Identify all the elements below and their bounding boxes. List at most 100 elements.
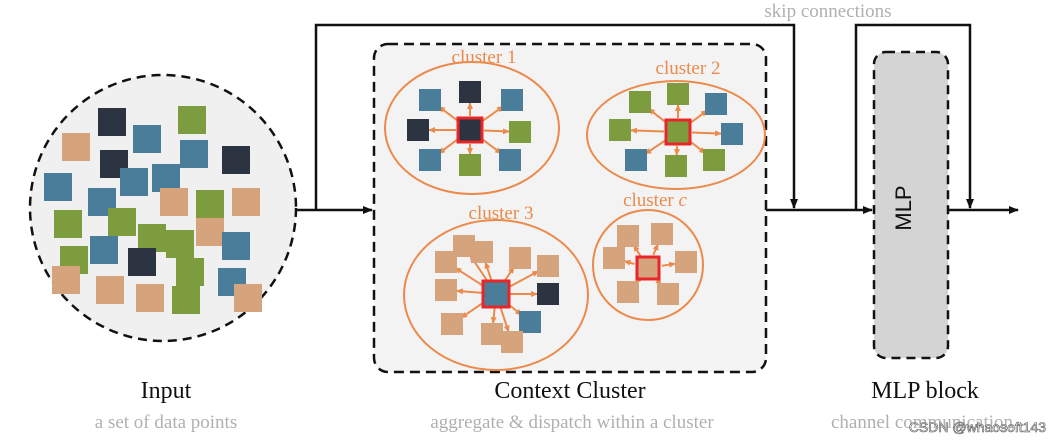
cluster-3-arrow-7 bbox=[490, 307, 497, 325]
cluster-2-point-4 bbox=[609, 119, 631, 141]
input-patch-24 bbox=[52, 266, 80, 294]
input-patch-9 bbox=[120, 168, 148, 196]
cluster-c-ellipse bbox=[592, 209, 704, 321]
cluster-3-point-5 bbox=[537, 283, 559, 305]
cluster-2-points bbox=[609, 83, 743, 177]
cluster-3-arrow-10 bbox=[499, 306, 510, 333]
input-patch-1 bbox=[98, 108, 126, 136]
cluster-2-point-8 bbox=[703, 149, 725, 171]
input-patch-16 bbox=[108, 208, 136, 236]
input-patch-21 bbox=[222, 232, 250, 260]
cluster-2-point-6 bbox=[625, 149, 647, 171]
flow-arrows bbox=[296, 23, 1019, 214]
cluster-c-arrow-1 bbox=[632, 244, 642, 257]
cluster-c-point-6 bbox=[657, 283, 679, 305]
cluster-3-point-9 bbox=[453, 235, 475, 257]
cluster-1-points bbox=[407, 81, 531, 176]
input-patch-30 bbox=[234, 284, 262, 312]
cluster-1-label: cluster 1 bbox=[452, 47, 517, 68]
cluster-3-point-10 bbox=[501, 331, 523, 353]
watermark: CSDN @whaosoft143 bbox=[909, 419, 1046, 435]
input-patch-20 bbox=[90, 236, 118, 264]
cluster-3-arrow-2 bbox=[484, 261, 493, 282]
cluster-3-ellipse bbox=[403, 219, 589, 371]
input-patch-5 bbox=[180, 140, 208, 168]
input-patch-2 bbox=[133, 125, 161, 153]
cluster-3-arrow-11 bbox=[507, 270, 540, 289]
input-title: Input bbox=[141, 378, 192, 404]
input-patch-15 bbox=[54, 210, 82, 238]
cluster-c-point-5 bbox=[617, 281, 639, 303]
input-patch-8 bbox=[44, 173, 72, 201]
cluster-3-label: cluster 3 bbox=[469, 203, 534, 224]
cluster-2-arrow-7 bbox=[674, 145, 680, 157]
cluster-3-point-7 bbox=[481, 323, 503, 345]
cluster-c-point-3 bbox=[603, 247, 625, 269]
input-patch-23 bbox=[128, 248, 156, 276]
context-cluster-subtitle: aggregate & dispatch within a cluster bbox=[430, 412, 714, 433]
cluster-1-point-1 bbox=[419, 89, 441, 111]
cluster-c-point-4 bbox=[675, 251, 697, 273]
input-patch-12 bbox=[196, 190, 224, 218]
cluster-3-point-6 bbox=[441, 313, 463, 335]
input-patch-18 bbox=[196, 218, 224, 246]
cluster-3-point-8 bbox=[519, 311, 541, 333]
cluster-3-point-4 bbox=[435, 279, 457, 301]
cluster-c-center bbox=[635, 255, 661, 281]
mlp-block-subtitle: channel communication bbox=[831, 412, 1014, 433]
cluster-c-point-2 bbox=[651, 223, 673, 245]
input-patches bbox=[44, 106, 262, 314]
cluster-c-arrow-4 bbox=[661, 261, 677, 268]
cluster-3-point-11 bbox=[537, 255, 559, 277]
input-patch-19 bbox=[166, 230, 194, 258]
cluster-c-label: cluster c bbox=[623, 190, 687, 211]
input-patch-4 bbox=[62, 133, 90, 161]
input-patch-29 bbox=[172, 286, 200, 314]
context-cluster-title: Context Cluster bbox=[494, 378, 645, 404]
cluster-c-point-1 bbox=[617, 225, 639, 247]
cluster-2-point-2 bbox=[667, 83, 689, 105]
cluster-1-ellipse bbox=[384, 61, 560, 195]
input-patch-13 bbox=[232, 188, 260, 216]
cluster-1-point-2 bbox=[459, 81, 481, 103]
input-patch-28 bbox=[136, 284, 164, 312]
cluster-c-prefix: cluster bbox=[623, 190, 678, 211]
cluster-1-point-7 bbox=[459, 154, 481, 176]
cluster-c-points bbox=[603, 223, 697, 305]
cluster-2-point-7 bbox=[665, 155, 687, 177]
cluster-3-arrow-1 bbox=[454, 267, 485, 288]
mlp-box-label: MLP bbox=[891, 185, 916, 230]
cluster-1-arrow-5 bbox=[483, 128, 511, 135]
input-patch-7 bbox=[222, 146, 250, 174]
skip-connections-label: skip connections bbox=[764, 1, 891, 22]
cluster-patches bbox=[407, 81, 743, 353]
input-patch-25 bbox=[176, 258, 204, 286]
cluster-2-arrow-4 bbox=[629, 127, 665, 134]
cluster-2-point-3 bbox=[705, 93, 727, 115]
cluster-1-arrow-1 bbox=[437, 105, 460, 123]
cluster-c-arrow-2 bbox=[652, 243, 659, 256]
cluster-2-arrow-8 bbox=[688, 139, 707, 155]
cluster-1-center bbox=[456, 116, 484, 144]
mlp-block-title: MLP block bbox=[871, 378, 979, 404]
input-patch-10 bbox=[152, 164, 180, 192]
cluster-2-label: cluster 2 bbox=[656, 58, 721, 79]
cluster-3-points bbox=[435, 235, 559, 353]
cluster-2-arrow-6 bbox=[644, 138, 667, 155]
cluster-2-point-1 bbox=[629, 91, 651, 113]
cluster-1-arrow-6 bbox=[437, 137, 460, 155]
input-patch-3 bbox=[178, 106, 206, 134]
skip-connection-1 bbox=[314, 23, 798, 210]
cluster-2-arrow-5 bbox=[691, 130, 723, 137]
cluster-2-ellipse bbox=[586, 80, 766, 190]
input-patch-27 bbox=[96, 276, 124, 304]
cluster-c-arrow-3 bbox=[623, 259, 635, 266]
cluster-2-center bbox=[664, 118, 692, 146]
input-patch-11 bbox=[160, 188, 188, 216]
cluster-2-point-5 bbox=[721, 123, 743, 145]
cluster-2-arrow-3 bbox=[688, 109, 708, 125]
cluster-1-arrow-3 bbox=[480, 105, 504, 123]
cluster-3-arrow-4 bbox=[455, 288, 483, 295]
